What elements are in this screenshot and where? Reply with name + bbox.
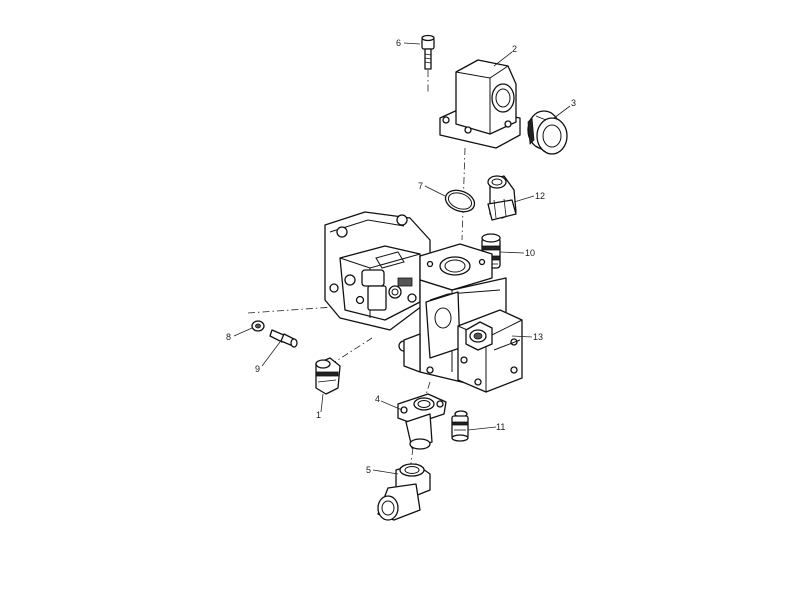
part-11-nipple-fitting (451, 410, 469, 442)
leader-2 (493, 51, 513, 67)
part-13-gear-pump (457, 309, 523, 393)
callout-12: 12 (535, 191, 546, 201)
callout-13: 13 (533, 332, 544, 342)
part-5-elbow (377, 463, 431, 521)
part-9-bolt (269, 329, 298, 348)
leader-3 (553, 105, 571, 119)
callout-6: 6 (396, 38, 402, 48)
leader-7 (424, 185, 446, 197)
axis-side-port (247, 304, 363, 314)
pump-housing (324, 211, 507, 385)
callout-9: 9 (255, 364, 261, 374)
part-8-washer (251, 320, 265, 332)
leader-lines (233, 42, 571, 475)
axis-flange-4 (424, 381, 431, 399)
leader-9 (261, 341, 281, 367)
leader-8 (233, 327, 253, 337)
part-2-flange-block (439, 59, 521, 149)
part-6-bolt (421, 34, 435, 70)
leader-4 (380, 400, 403, 411)
leader-10 (499, 251, 525, 254)
leader-12 (513, 195, 535, 203)
part-12-elbow-fitting (487, 175, 517, 221)
axis-plug-1 (329, 337, 373, 366)
part-7-o-ring (444, 189, 476, 213)
part-1-plug (315, 357, 341, 395)
part-3-adapter (527, 110, 568, 155)
leader-5 (372, 469, 399, 475)
leader-13 (511, 335, 533, 338)
callout-2: 2 (512, 44, 518, 54)
leader-6 (403, 42, 421, 45)
callout-10: 10 (525, 248, 536, 258)
callout-11: 11 (496, 422, 506, 432)
leader-11 (467, 426, 497, 431)
callout-1: 1 (316, 410, 322, 420)
callout-5: 5 (366, 465, 372, 475)
part-4-swivel-flange (397, 393, 447, 450)
callout-8: 8 (226, 332, 232, 342)
callout-7: 7 (418, 181, 424, 191)
callout-3: 3 (571, 98, 577, 108)
callout-4: 4 (375, 394, 381, 404)
leader-1 (320, 393, 324, 413)
